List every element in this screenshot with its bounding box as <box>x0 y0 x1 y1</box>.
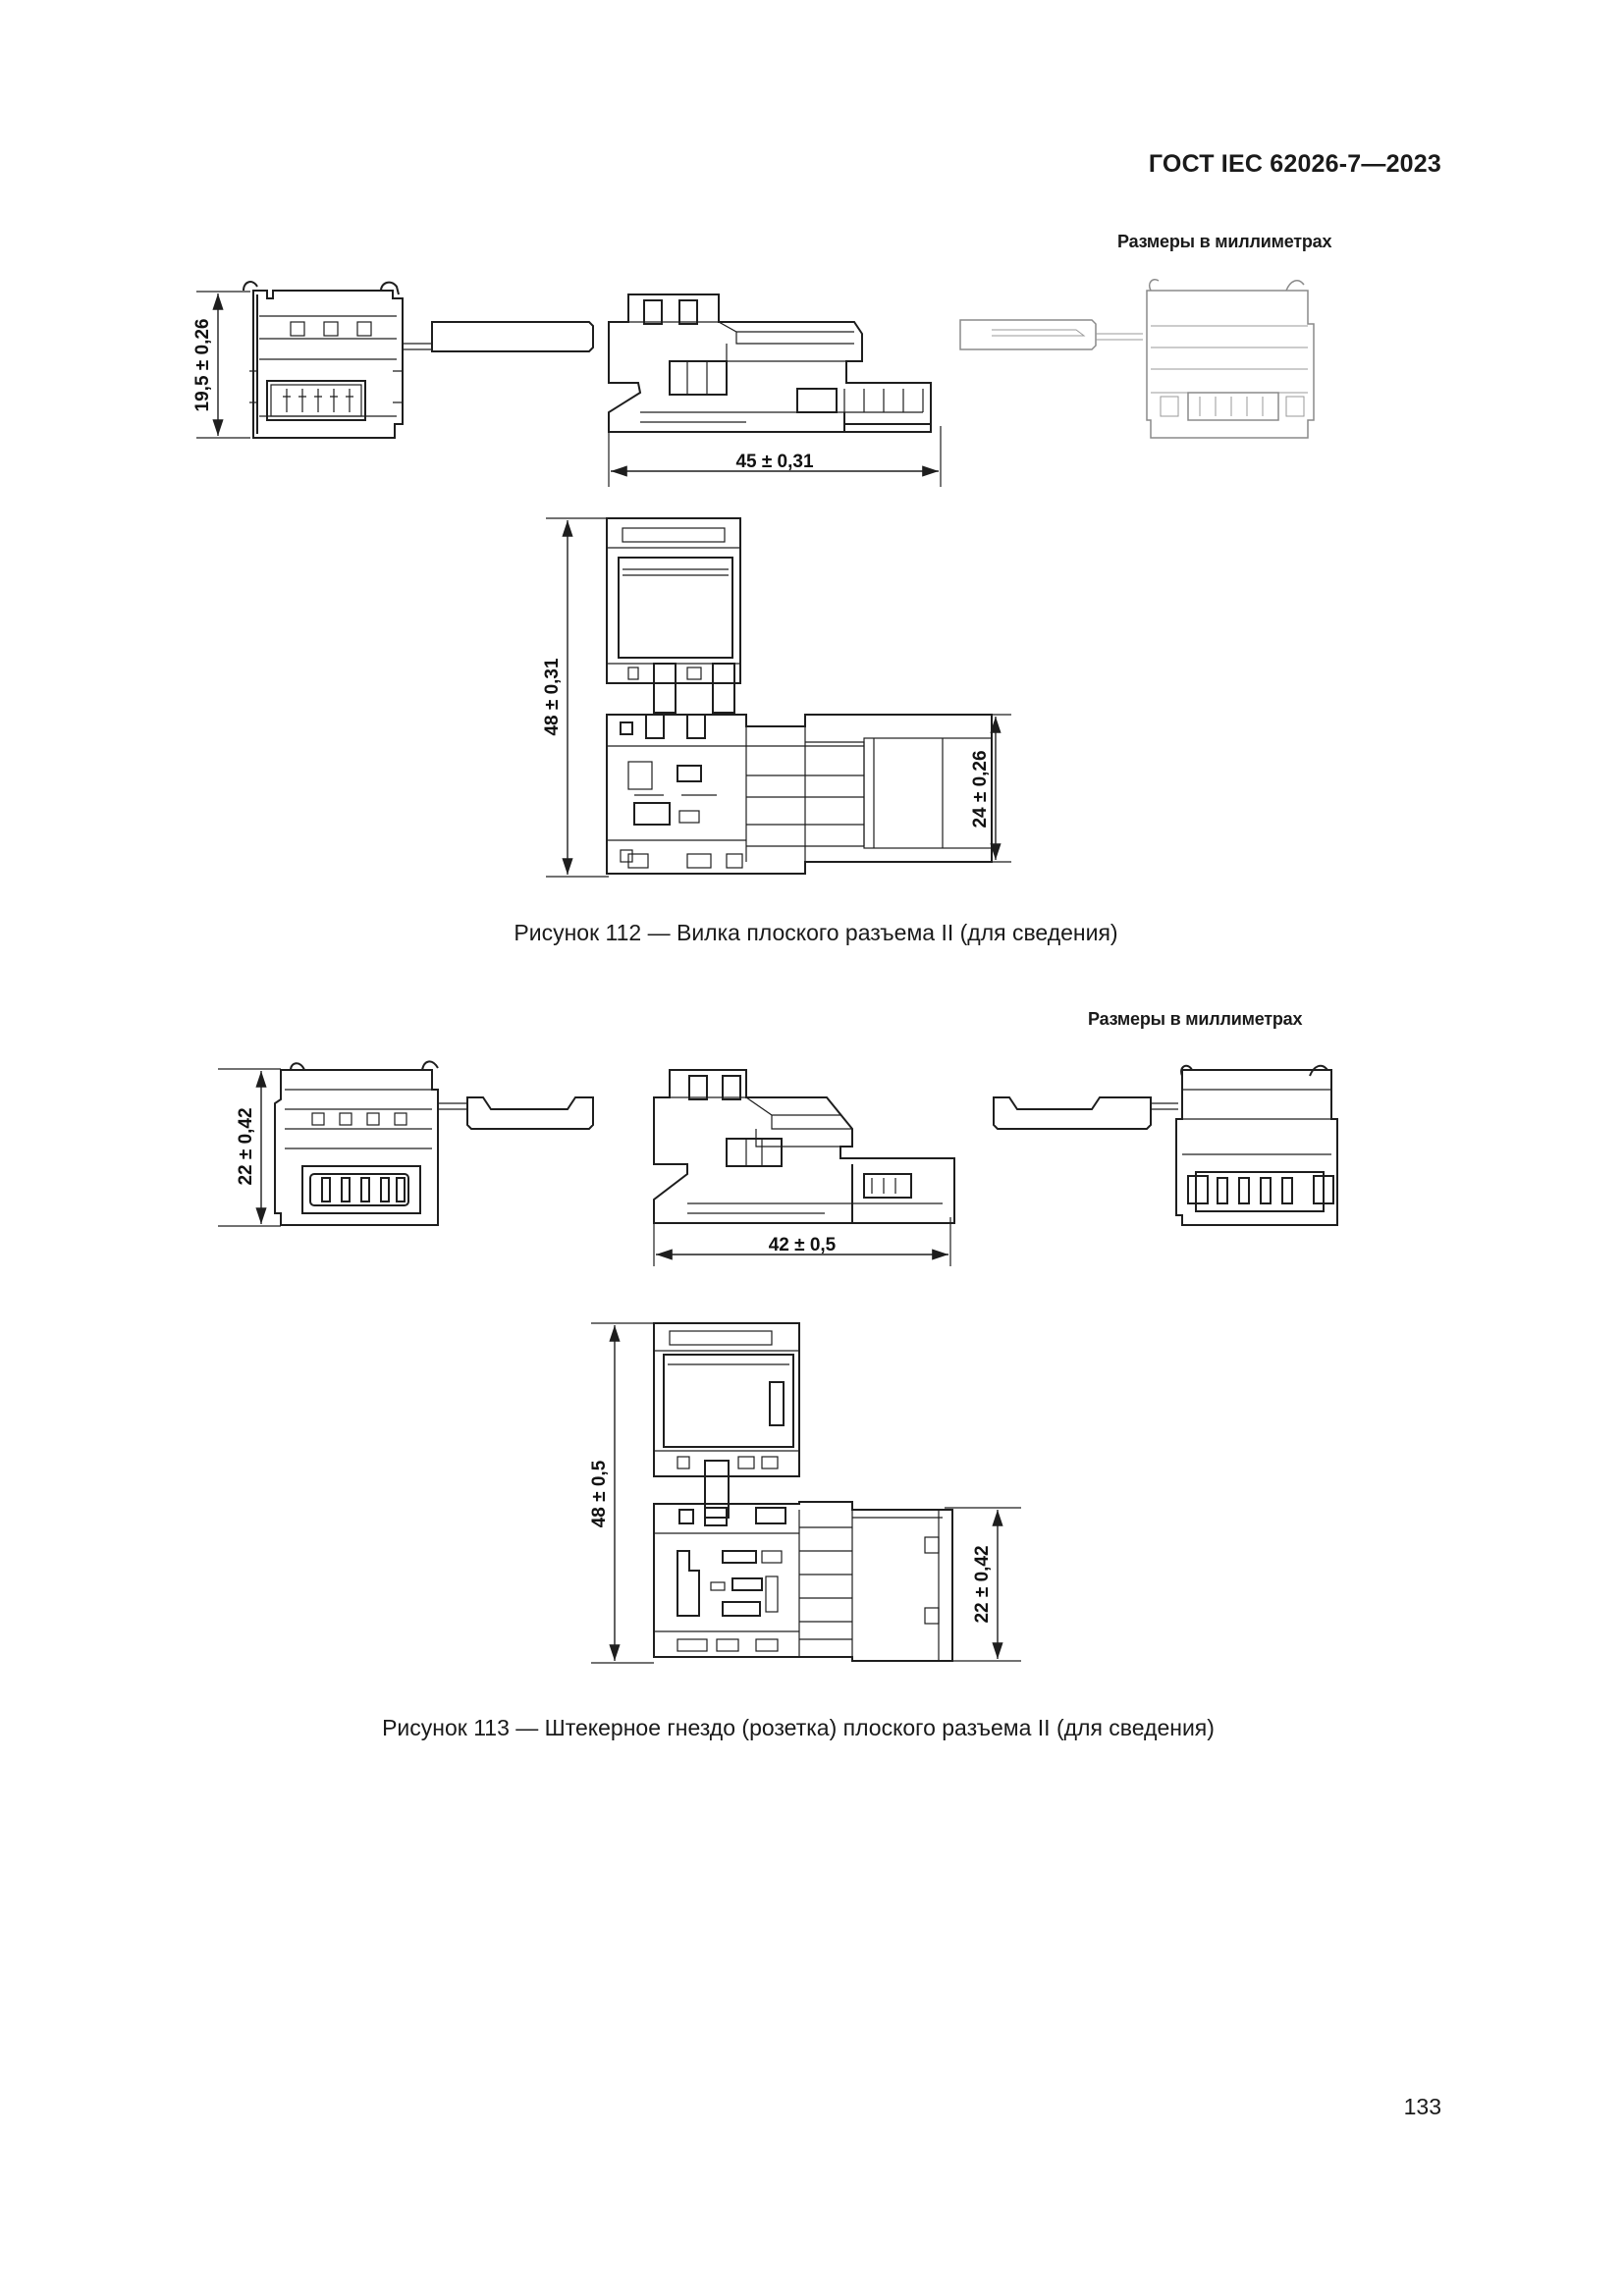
fig113-top-view <box>591 1322 1021 1664</box>
fig113-side-view <box>653 1069 955 1266</box>
fig112-dim-height-top: 48 ± 0,31 <box>542 658 563 736</box>
fig113-end-view-left <box>218 1060 594 1227</box>
fig112-dim-height-left: 19,5 ± 0,26 <box>192 319 213 412</box>
units-note-figure-112: Размеры в миллиметрах <box>1117 232 1332 251</box>
fig113-end-view-right <box>993 1064 1338 1226</box>
fig112-dim-height-right: 24 ± 0,26 <box>970 750 991 828</box>
standard-designation: ГОСТ IEC 62026-7—2023 <box>1148 150 1441 178</box>
fig112-end-view-left <box>196 281 594 439</box>
fig113-dim-height-left: 22 ± 0,42 <box>236 1107 256 1185</box>
fig112-end-view-right <box>959 279 1315 439</box>
fig113-dim-height-top: 48 ± 0,5 <box>589 1460 610 1527</box>
fig113-dim-height-right: 22 ± 0,42 <box>972 1545 993 1623</box>
fig112-side-view <box>608 294 942 487</box>
page-number: 133 <box>1403 2094 1441 2119</box>
fig112-top-view <box>546 517 1011 878</box>
units-note-figure-113: Размеры в миллиметрах <box>1088 1009 1303 1029</box>
fig113-dim-length: 42 ± 0,5 <box>769 1235 837 1255</box>
caption-figure-112: Рисунок 112 — Вилка плоского разъема II … <box>514 920 1118 945</box>
caption-figure-113: Рисунок 113 — Штекерное гнездо (розетка)… <box>382 1715 1215 1740</box>
fig112-dim-length: 45 ± 0,31 <box>735 452 814 472</box>
